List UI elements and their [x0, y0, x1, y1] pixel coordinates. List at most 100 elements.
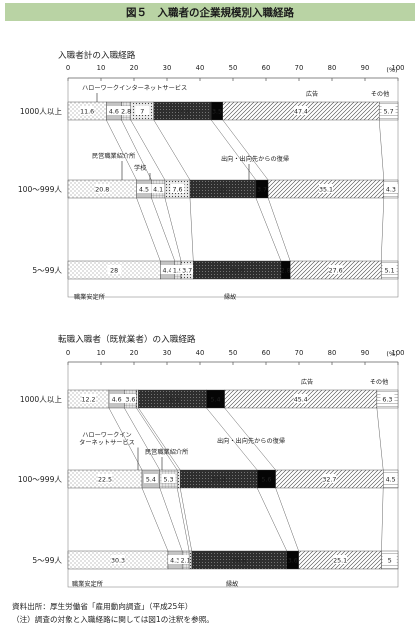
chart-1-data-label-0-6: 45.4 [294, 397, 308, 404]
chart-0-data-label-0-5: 3.5 [212, 109, 222, 116]
chart-0-data-label-1-3: 7.6 [172, 187, 182, 194]
chart-1-data-label-0-7: 6.3 [382, 397, 392, 404]
annotation-9-line-0: その他 [370, 378, 389, 386]
annotation-6-line-0: 職業安定所 [74, 293, 105, 301]
chart-1-data-label-1-6: 32.7 [322, 477, 336, 484]
chart-0-unit: (%) [386, 66, 397, 74]
chart-1-connector-line [177, 487, 190, 552]
chart-0-data-label-2-6: 27.6 [329, 268, 343, 275]
chart-0-tick-label-80: 80 [328, 64, 337, 72]
annotation-12-line-0: 民営職業紹介所 [145, 448, 188, 456]
chart-1-tick-label-20: 20 [130, 349, 139, 357]
chart-1-label-bg [293, 394, 308, 403]
chart-0-label-bg [160, 265, 175, 274]
chart-1-connector-line [141, 487, 169, 552]
chart-0-label-bg [381, 106, 396, 115]
chart-0-connector-line [189, 197, 194, 262]
chart-1-data-label-0-0: 12.2 [81, 397, 95, 404]
chart-1-unit: (%) [386, 350, 397, 358]
chart-0-label-bg [170, 265, 185, 274]
chart-0-label-bg [95, 184, 110, 193]
chart-1-connector-line [159, 487, 183, 552]
chart-0-data-label-2-7: 5.1 [385, 268, 395, 275]
chart-0-label-bg [136, 184, 151, 193]
chart-1-label-bg [143, 474, 158, 483]
figure-title-bar: 図５ 入職者の企業規模別入職経路 [5, 3, 415, 21]
chart-0-data-label-0-2: 2.8 [121, 109, 131, 116]
chart-1-connector-line [206, 407, 258, 471]
chart-1-data-label-2-2: 2.1 [181, 558, 191, 565]
chart-1-data-label-1-1: 5.4 [146, 477, 156, 484]
chart-0-tick-label-40: 40 [196, 64, 205, 72]
chart-1-tick-label-0: 0 [66, 349, 70, 357]
chart-1-connector-line [138, 407, 181, 471]
chart-0-data-label-0-7: 5.7 [384, 109, 394, 116]
chart-0-label-bg [119, 106, 134, 115]
chart-1-bar-0-series-3 [136, 389, 139, 409]
chart-1-label-bg [322, 474, 337, 483]
chart-1-title: 転職入職者（既就業者）の入職経路 [58, 333, 196, 345]
chart-1-label-bg [333, 555, 348, 564]
chart-1-bar-2-series-3 [188, 550, 192, 570]
chart-1-data-label-1-0: 22.5 [98, 477, 112, 484]
chart-0-data-label-2-2: 1.9 [173, 268, 183, 275]
chart-0-label-bg [293, 106, 308, 115]
chart-0-label-bg [180, 265, 195, 274]
chart-0-data-label-1-2: 4.1 [153, 187, 163, 194]
chart-0-data-label-0-3: 7 [140, 109, 144, 116]
chart-1-label-bg [168, 555, 183, 564]
chart-0-label-bg [170, 184, 185, 193]
annotation-10-line-0: 出向・出向先からの復帰 [217, 437, 285, 445]
annotation-11-line-0: ハローワークイン [82, 432, 132, 439]
chart-0-label-bg [318, 184, 333, 193]
chart-1-data-label-2-1: 4.3 [170, 558, 180, 565]
annotation-0-line-0: ハローワークインターネットサービス [82, 84, 187, 92]
chart-1-tick-label-30: 30 [163, 349, 172, 357]
chart-1-category-label-2: 5～99人 [32, 556, 62, 565]
chart-0-tick-label-50: 50 [229, 64, 238, 72]
chart-1-data-label-2-0: 30.3 [111, 558, 125, 565]
chart-1-category-label-1: 100～999人 [18, 475, 63, 484]
chart-1-connector-line [224, 407, 276, 471]
chart-0-data-label-2-1: 4.4 [163, 268, 173, 275]
annotation-7-line-0: 縁故 [224, 293, 236, 301]
chart-1-label-bg [98, 474, 113, 483]
chart-1-data-label-0-4: 20.3 [165, 397, 179, 404]
chart-1-tick-label-90: 90 [361, 349, 370, 357]
annotation-4-line-0: 学校 [134, 164, 146, 172]
chart-1-connector-line [275, 487, 299, 552]
chart-1-tick-label-80: 80 [328, 349, 337, 357]
chart-0-connector-line [106, 119, 137, 181]
chart-0-tick-label-30: 30 [163, 64, 172, 72]
chart-1-data-label-1-5: 5.6 [261, 477, 271, 484]
chart-0-connector-line [222, 119, 269, 181]
chart-1-label-bg [109, 394, 124, 403]
chart-0-tick-label-70: 70 [295, 64, 304, 72]
chart-0-category-label-0: 1000人以上 [20, 107, 63, 116]
chart-0-connector-line [378, 119, 385, 181]
chart-0-data-label-1-1: 4.5 [139, 187, 149, 194]
chart-0-tick-label-100: 100 [392, 64, 405, 72]
chart-0-connector-line [211, 119, 257, 181]
chart-0-label-bg [135, 106, 150, 115]
chart-0-label-bg [106, 106, 121, 115]
chart-1-data-label-1-4: 23.4 [212, 477, 226, 484]
chart-0-connector-line [164, 197, 182, 262]
annotation-3-line-0: 民営職業紹介所 [92, 152, 135, 160]
chart-1-tick-label-100: 100 [392, 349, 405, 357]
chart-1-bar-1-series-3 [177, 469, 181, 489]
chart-1-connector-line [179, 487, 192, 552]
chart-0-data-label-2-0: 28 [110, 268, 118, 275]
chart-0-data-label-0-4: 17.4 [175, 109, 189, 116]
chart-0-data-label-1-5: 3.7 [257, 187, 267, 194]
chart-1-data-label-2-7: 5 [388, 558, 392, 565]
annotation-1-line-0: 広告 [306, 90, 318, 98]
chart-0-connector-line [153, 119, 191, 181]
chart-0-data-label-0-1: 4.6 [109, 109, 119, 116]
chart-0-connector-line [130, 119, 166, 181]
chart-1-label-bg [161, 474, 176, 483]
chart-1-tick-label-60: 60 [262, 349, 271, 357]
chart-0-tick-label-0: 0 [66, 64, 70, 72]
chart-1-connector-line [376, 407, 384, 471]
